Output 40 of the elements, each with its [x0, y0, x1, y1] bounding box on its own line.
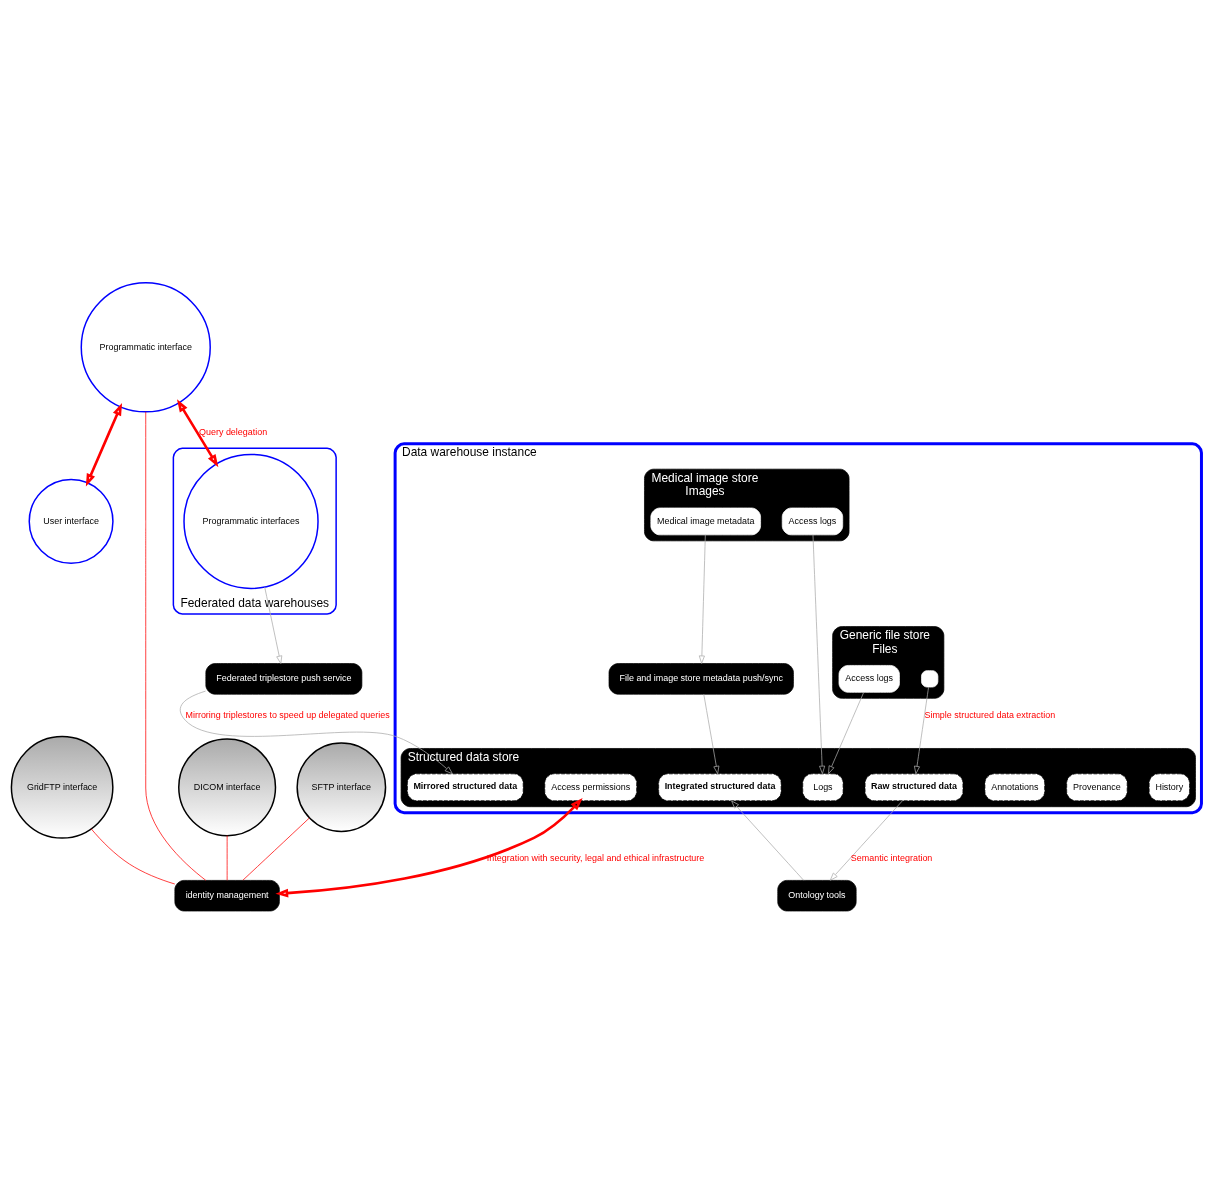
node-box: Ontology tools	[777, 880, 857, 912]
edge-label: Simple structured data extraction	[924, 709, 1056, 720]
arrow	[275, 797, 583, 898]
node-box: Medical image metadata	[650, 507, 761, 536]
arrow	[812, 534, 826, 774]
node-box	[921, 670, 939, 688]
edge-label: Mirroring triplestores to speed up delegated queries	[185, 709, 390, 720]
arrow	[85, 402, 123, 487]
arrow	[177, 399, 219, 468]
node-circle: SFTP interface	[296, 742, 387, 833]
node-circle: DICOM interface	[178, 738, 277, 837]
arrow	[264, 586, 283, 664]
connector	[242, 817, 310, 881]
arrow	[179, 690, 453, 775]
node-circle: User interface	[28, 478, 114, 564]
node-box: Logs	[802, 773, 844, 802]
node-box: Raw structured data	[864, 773, 964, 802]
node-box: History	[1148, 773, 1190, 802]
connector	[145, 411, 207, 881]
node-box: Provenance	[1066, 773, 1128, 802]
arrow	[829, 800, 903, 881]
node-box: Access permissions	[544, 773, 637, 802]
edge-label: Integration with security, legal and ethical infrastructure	[486, 853, 705, 864]
node-box: Access logs	[781, 507, 844, 536]
arrow	[703, 693, 720, 775]
arrow	[914, 686, 929, 775]
node-box: Access logs	[838, 665, 900, 693]
node-box: Mirrored structured data	[407, 773, 524, 802]
node-circle: GridFTP interface	[10, 735, 114, 839]
arrow	[828, 692, 864, 774]
arrow	[698, 534, 706, 664]
node-box: identity management	[174, 880, 280, 912]
arrow	[731, 800, 805, 881]
node-box: Federated triplestore push service	[205, 663, 363, 695]
node-box: Annotations	[984, 773, 1046, 802]
node-box: File and image store metadata push/sync	[608, 663, 794, 695]
edge-label: Semantic integration	[850, 853, 933, 864]
node-box: Integrated structured data	[658, 773, 782, 802]
connector	[90, 828, 176, 885]
edge-label: Query delegation	[199, 427, 268, 438]
